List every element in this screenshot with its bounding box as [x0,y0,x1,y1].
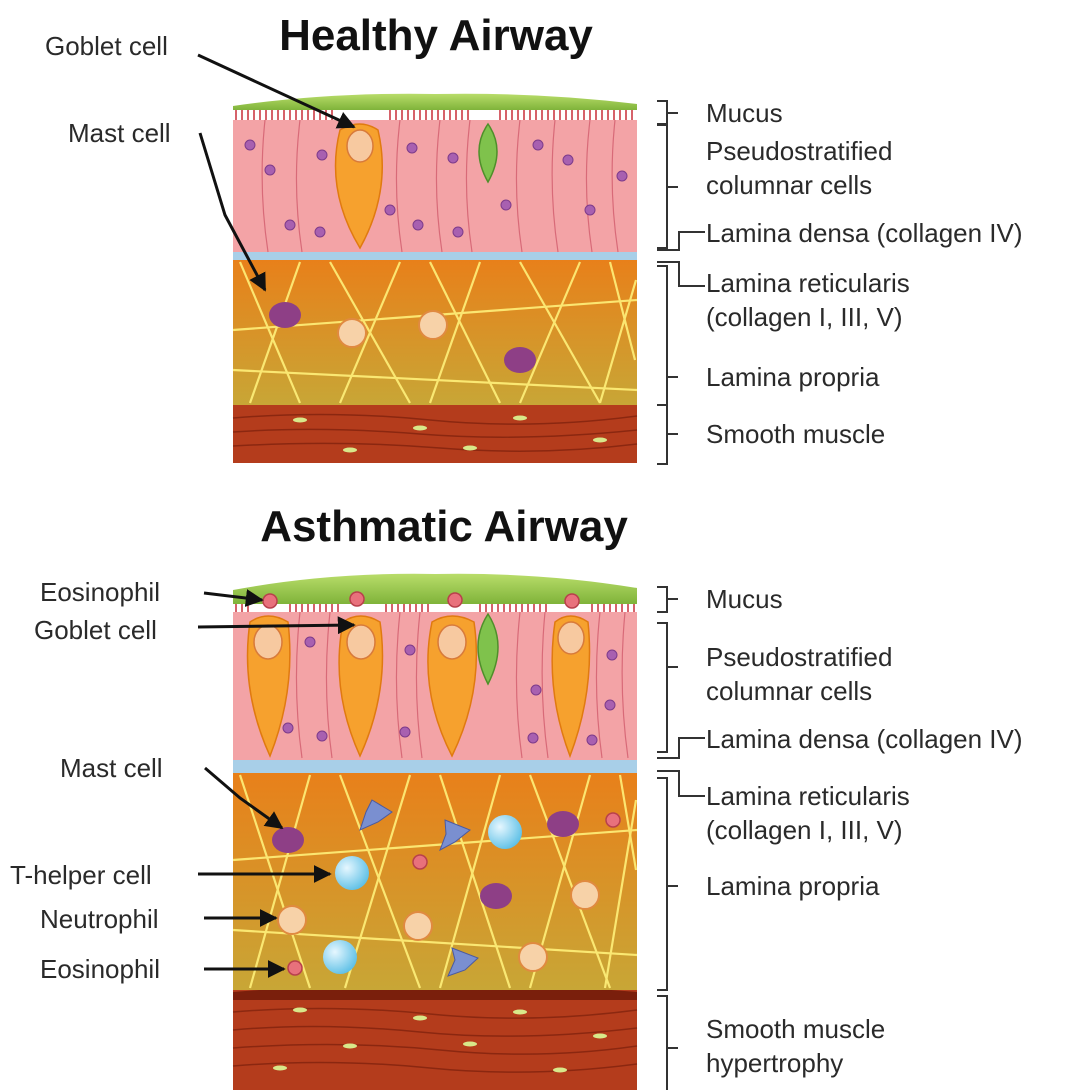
asthmatic-smooth-muscle-label-2: hypertrophy [706,1048,843,1078]
healthy-lamina-reticularis-label-2: (collagen I, III, V) [706,302,903,332]
healthy-pseudo-label-2: columnar cells [706,170,872,200]
healthy-layer-labels: Mucus Pseudostratified columnar cells La… [706,98,1023,449]
asthmatic-layer-labels: Mucus Pseudostratified columnar cells La… [706,584,1023,1078]
asthmatic-mast-cell [272,827,304,853]
asthmatic-t-helper-label: T-helper cell [10,860,152,890]
healthy-lamina-densa-label: Lamina densa (collagen IV) [706,218,1023,248]
asthmatic-pseudo-label-1: Pseudostratified [706,642,892,672]
healthy-lamina-reticularis-label-1: Lamina reticularis [706,268,910,298]
asthmatic-mast-label: Mast cell [60,753,163,783]
asthmatic-goblet-arrow [198,625,354,627]
healthy-lamina-densa-layer [233,252,637,260]
asthmatic-eosinophil-bottom-label: Eosinophil [40,954,160,984]
asthmatic-pseudo-label-2: columnar cells [706,676,872,706]
healthy-pseudo-label-1: Pseudostratified [706,136,892,166]
asthmatic-smooth-muscle-label-1: Smooth muscle [706,1014,885,1044]
healthy-title: Healthy Airway [279,11,593,60]
asthmatic-lamina-propria-label: Lamina propria [706,871,880,901]
healthy-tissue [233,94,637,463]
asthmatic-eosinophil-propria [288,961,302,975]
healthy-goblet-label: Goblet cell [45,31,168,61]
healthy-goblet-arrow [198,55,354,127]
asthmatic-tissue [233,574,637,1090]
asthmatic-lamina-densa-label: Lamina densa (collagen IV) [706,724,1023,754]
asthmatic-smooth-muscle-layer [233,990,637,1090]
asthmatic-lamina-propria-layer [233,773,637,990]
healthy-mast-cell [269,302,301,328]
asthmatic-brackets [657,587,705,1090]
asthmatic-eosinophil-top-label: Eosinophil [40,577,160,607]
healthy-smooth-muscle-layer [233,405,637,463]
asthmatic-t-helper-cell [335,856,369,890]
healthy-smooth-muscle-label: Smooth muscle [706,419,885,449]
healthy-panel: Healthy Airway [45,11,1023,464]
healthy-lamina-propria-label: Lamina propria [706,362,880,392]
asthmatic-lamina-densa-layer [233,760,637,773]
asthmatic-neutrophil-label: Neutrophil [40,904,159,934]
healthy-mucus-label: Mucus [706,98,783,128]
asthmatic-title: Asthmatic Airway [260,502,628,551]
asthmatic-neutrophil [278,906,306,934]
healthy-brackets [657,101,705,464]
asthmatic-panel: Asthmatic Airway [10,502,1023,1090]
asthmatic-mucus-label: Mucus [706,584,783,614]
asthmatic-goblet-label: Goblet cell [34,615,157,645]
asthmatic-lamina-reticularis-label-1: Lamina reticularis [706,781,910,811]
healthy-mucus-layer [233,94,637,110]
healthy-epithelium-layer [233,120,637,252]
healthy-mast-label: Mast cell [68,118,171,148]
asthmatic-lamina-reticularis-label-2: (collagen I, III, V) [706,815,903,845]
